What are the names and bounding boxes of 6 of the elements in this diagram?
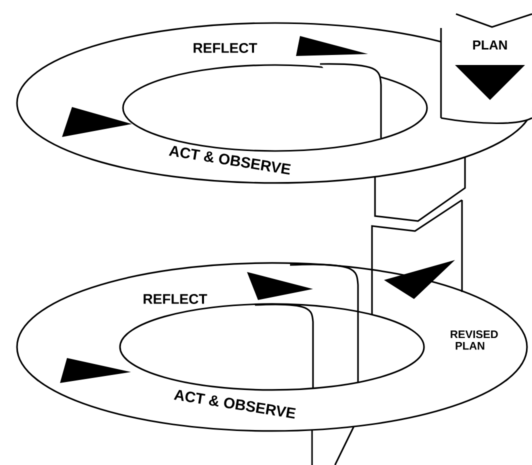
stage-label: PLAN: [473, 40, 507, 50]
stage-label: REVISED PLAN: [450, 330, 498, 350]
stage-label: ACT & OBSERVE: [168, 146, 291, 175]
stage-label: REFLECT: [144, 294, 208, 304]
stage-label: ACT & OBSERVE: [174, 390, 296, 419]
stage-label: REFLECT: [194, 43, 258, 53]
